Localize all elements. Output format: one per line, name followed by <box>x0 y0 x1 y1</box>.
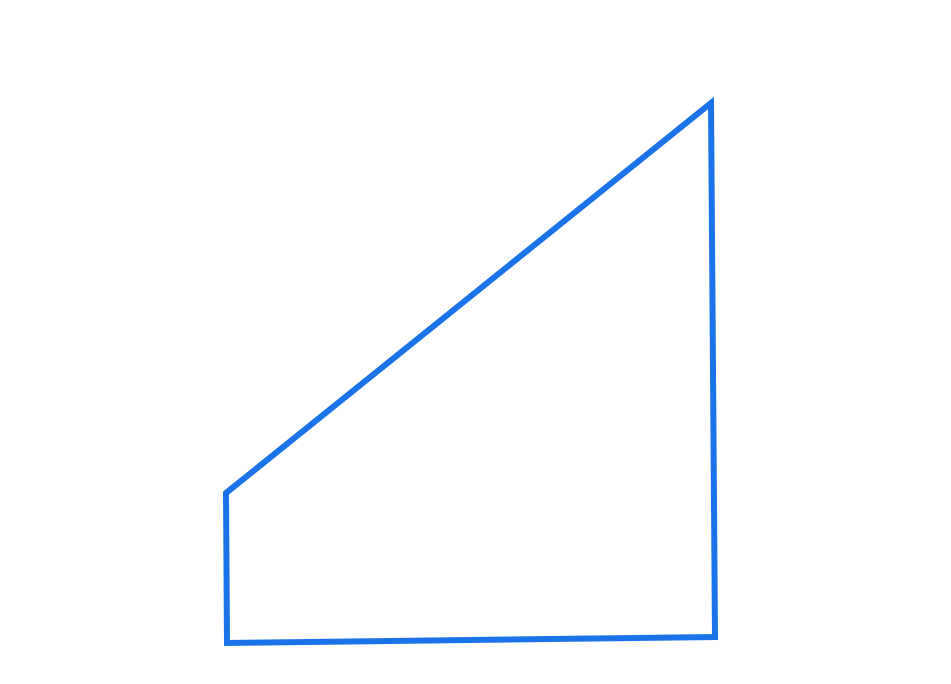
quadrilateral-shape <box>222 96 719 647</box>
